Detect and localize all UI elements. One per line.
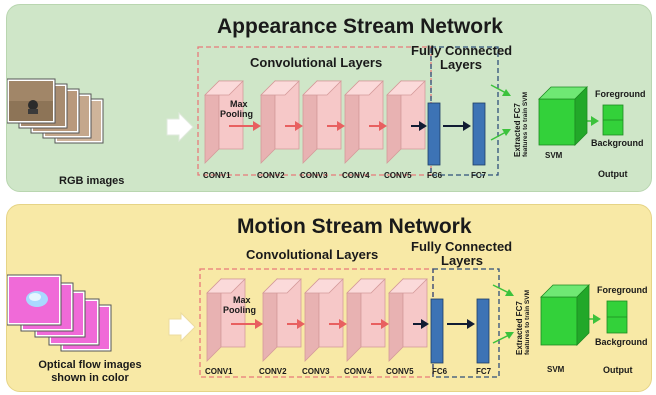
panel-title: Motion Stream Network <box>237 215 472 238</box>
fc7-label: FC7 <box>471 171 487 180</box>
motion-stream-panel: Motion Stream Network Convolutional Laye… <box>6 204 652 392</box>
output-box <box>602 104 624 136</box>
extracted-fc7-line2: features to train SVM <box>524 289 531 355</box>
conv1-label: CONV1 <box>205 367 233 376</box>
conv-section-label: Convolutional Layers <box>246 247 379 262</box>
input-arrow <box>168 311 196 343</box>
fc-arrows <box>413 319 475 329</box>
foreground-label: Foreground <box>597 285 648 295</box>
fc6-label: FC6 <box>427 171 443 180</box>
background-label: Background <box>591 138 644 148</box>
fc7-bar <box>476 298 490 364</box>
max-pooling-label-line2: Pooling <box>220 109 253 119</box>
conv-arrows <box>231 319 389 329</box>
conv4-label: CONV4 <box>342 171 370 180</box>
foreground-label: Foreground <box>595 89 646 99</box>
fc7-bar <box>472 102 486 166</box>
conv4-label: CONV4 <box>344 367 372 376</box>
max-pooling-label-line1: Max <box>233 295 251 305</box>
conv-blocks <box>206 278 428 362</box>
rgb-image-stack <box>7 78 104 144</box>
fc-region-box <box>430 46 499 176</box>
fc7-label: FC7 <box>476 367 492 376</box>
extracted-fc7-line2: features to train SVM <box>522 91 529 157</box>
conv5-label: CONV5 <box>386 367 414 376</box>
output-box <box>606 300 628 334</box>
fc6-label: FC6 <box>432 367 448 376</box>
conv2-label: CONV2 <box>259 367 287 376</box>
fc6-bar <box>427 102 441 166</box>
conv3-label: CONV3 <box>300 171 328 180</box>
conv2-label: CONV2 <box>257 171 285 180</box>
optical-flow-image-stack <box>7 274 112 352</box>
conv1-label: CONV1 <box>203 171 231 180</box>
svm-arrows <box>490 84 599 141</box>
conv-blocks <box>204 80 426 164</box>
fc-section-label-line1: Fully Connected <box>411 239 513 254</box>
appearance-diagram-graphics <box>7 46 624 176</box>
input-label-line2: shown in color <box>51 372 129 384</box>
svm-cube <box>538 86 588 146</box>
conv3-label: CONV3 <box>302 367 330 376</box>
background-label: Background <box>595 337 648 347</box>
svm-cube <box>540 284 590 346</box>
extracted-fc7-label: Extracted FC7 features to train SVM <box>513 92 530 157</box>
svm-label: SVM <box>547 365 565 374</box>
fc-arrows <box>411 121 471 131</box>
panel-title: Appearance Stream Network <box>217 15 503 38</box>
fc-region-box <box>432 268 500 378</box>
output-label: Output <box>598 169 628 179</box>
input-label: RGB images <box>59 175 125 187</box>
fc-section-label-line2: Layers <box>440 57 482 72</box>
appearance-stream-panel: Appearance Stream Network Convolutional … <box>6 4 652 192</box>
extracted-fc7-line1: Extracted FC7 <box>515 301 524 355</box>
input-arrow <box>166 111 194 143</box>
conv5-label: CONV5 <box>384 171 412 180</box>
fc6-bar <box>430 298 444 364</box>
output-label: Output <box>603 365 633 375</box>
conv-region-box <box>199 268 434 378</box>
svm-label: SVM <box>545 151 563 160</box>
motion-diagram-graphics <box>7 268 628 378</box>
fc-section-label-line1: Fully Connected <box>411 43 513 58</box>
fc-section-label-line2: Layers <box>441 253 483 268</box>
extracted-fc7-line1: Extracted FC7 <box>513 103 522 157</box>
max-pooling-label-line2: Pooling <box>223 305 256 315</box>
input-label-line1: Optical flow images <box>38 359 142 371</box>
extracted-fc7-label: Extracted FC7 features to train SVM <box>515 290 532 355</box>
input-label: Optical flow images shown in color <box>25 359 155 385</box>
conv-arrows <box>229 121 387 131</box>
max-pooling-label-line1: Max <box>230 99 248 109</box>
conv-section-label: Convolutional Layers <box>250 55 383 70</box>
